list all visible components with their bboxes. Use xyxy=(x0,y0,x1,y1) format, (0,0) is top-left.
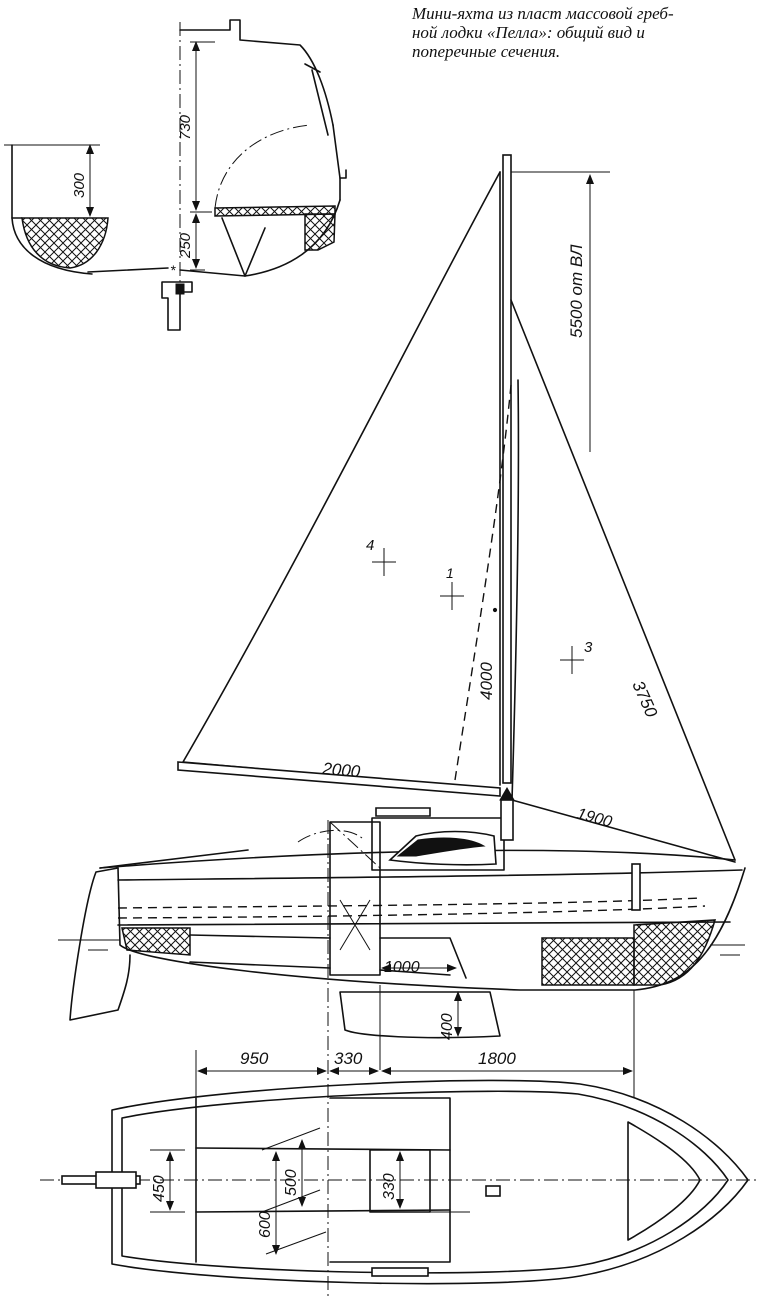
jib-foot xyxy=(511,799,736,863)
cross-section-view: 300 730 250 * xyxy=(4,19,347,332)
hull-outline xyxy=(117,867,746,991)
side-view: 4 1 3 5500 от ВЛ 4000 3750 2000 1900 xyxy=(58,154,746,1070)
forestay xyxy=(510,299,736,861)
rudder xyxy=(69,867,131,1021)
dim-w1-label: 450 xyxy=(151,1175,168,1202)
dim-keel-length-label: 1000 xyxy=(384,959,420,976)
coaming xyxy=(99,849,249,869)
figure-caption: Мини-яхта из пласт массовой греб- ной ло… xyxy=(412,4,768,61)
dim-freeboard-label: 300 xyxy=(71,172,88,198)
dim-mast-height-label: 5500 от ВЛ xyxy=(567,244,586,338)
window-shade xyxy=(396,837,486,857)
mark-3-label: 3 xyxy=(584,639,593,656)
plan-hatch xyxy=(371,1267,429,1277)
caption-line-3: поперечные сечения. xyxy=(412,42,561,61)
cabin-top xyxy=(371,817,505,871)
hatch-cover xyxy=(375,807,431,817)
dim-a-label: 950 xyxy=(240,1049,269,1068)
plan-seat-bottom xyxy=(195,1209,451,1213)
dim-c-label: 1800 xyxy=(478,1049,516,1068)
dim-cabin-height-label: 730 xyxy=(177,114,194,140)
plan-cleat xyxy=(485,1185,501,1197)
dim-luff-label: 4000 xyxy=(477,662,496,700)
dim-w2-label: 500 xyxy=(283,1169,300,1196)
plan-tiller-head xyxy=(95,1171,137,1189)
mark-1-label: 1 xyxy=(446,565,454,581)
floor-line xyxy=(117,921,731,926)
chainplate xyxy=(631,863,641,911)
dim-bottom-deck-label: 250 xyxy=(177,232,194,259)
keel-bolt xyxy=(175,283,185,295)
center-mark-3 xyxy=(560,646,584,674)
plan-hull-inner xyxy=(121,1090,729,1274)
dim-boom-label: 2000 xyxy=(321,759,362,781)
buoyancy-bow xyxy=(633,919,717,986)
dim-w4-label: 330 xyxy=(381,1173,398,1200)
asterisk-mark: * xyxy=(170,262,176,278)
section-right-hull: 730 250 * xyxy=(170,19,347,278)
dim-w3-label: 600 xyxy=(257,1211,274,1238)
sail-dot xyxy=(492,607,498,613)
cockpit-cross xyxy=(339,899,371,951)
dim-forestay-label: 3750 xyxy=(628,678,661,721)
mast-step xyxy=(500,799,514,841)
bottom-dashed xyxy=(117,905,706,919)
section-keel xyxy=(161,281,193,331)
sheer-line xyxy=(117,869,743,881)
mainsail xyxy=(182,171,501,791)
keel-fin xyxy=(339,991,501,1039)
dim-keel-depth-label: 400 xyxy=(439,1013,456,1040)
cockpit-well xyxy=(329,821,381,976)
dim-b-label: 330 xyxy=(334,1049,363,1068)
jib-luff-dashed xyxy=(454,384,512,781)
mast xyxy=(502,154,512,784)
buoyancy-aft xyxy=(121,927,191,956)
center-mark-4 xyxy=(372,548,396,576)
buoyancy-mid xyxy=(541,937,635,986)
mast-foot xyxy=(499,787,515,801)
waterline-inner xyxy=(117,897,701,909)
tiller-swing xyxy=(297,821,381,869)
jib-leech xyxy=(511,379,520,801)
section-left-hull: 300 xyxy=(4,144,169,275)
plan-view: 950 330 1800 450 600 500 33 xyxy=(40,990,760,1300)
centerboard-case xyxy=(189,934,467,979)
caption-line-2: ной лодки «Пелла»: общий вид и xyxy=(412,23,645,42)
mark-4-label: 4 xyxy=(366,537,374,554)
dim-foot-jib-label: 1900 xyxy=(575,805,614,831)
center-mark-1 xyxy=(440,582,464,610)
caption-line-1: Мини-яхта из пласт массовой греб- xyxy=(412,4,674,23)
boom xyxy=(177,761,501,797)
